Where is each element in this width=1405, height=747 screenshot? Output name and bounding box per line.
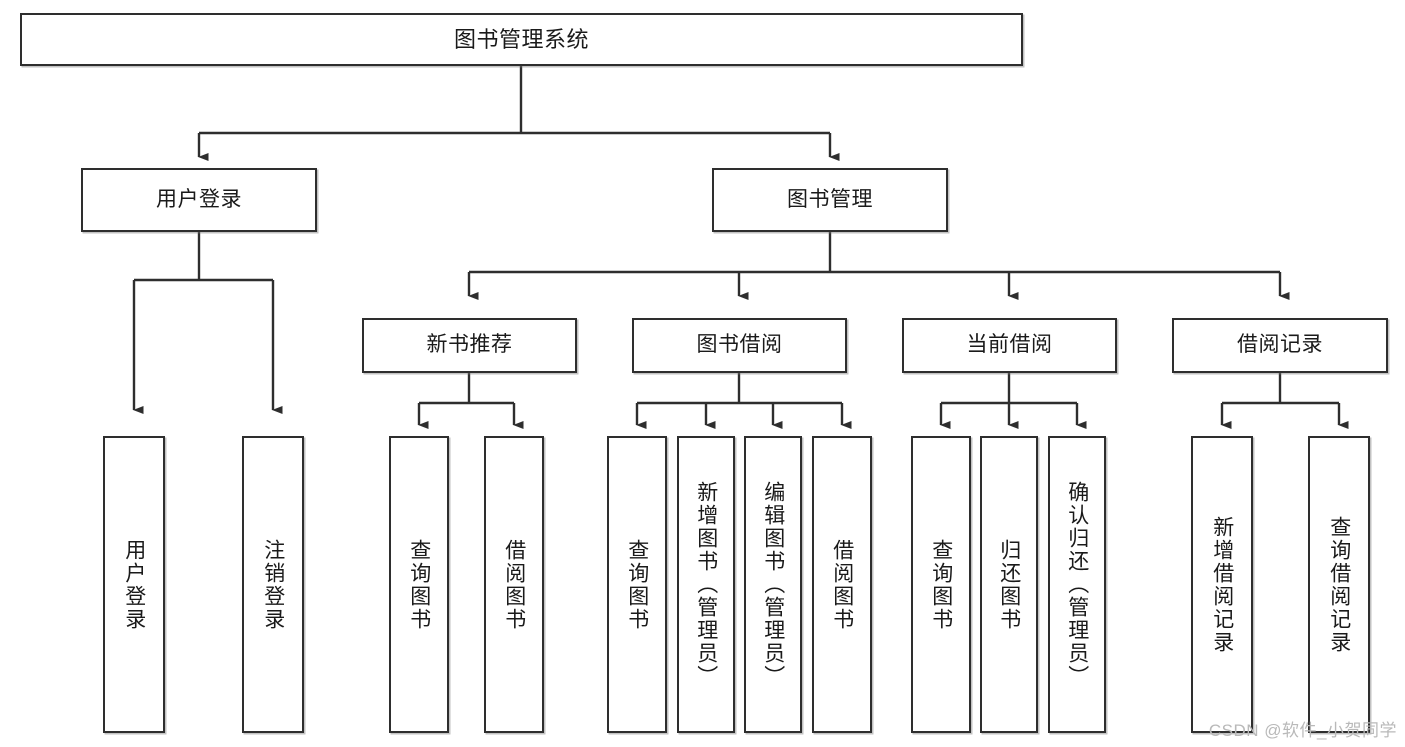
node-label: 确认归还（管理员） bbox=[1065, 481, 1089, 688]
node-label: 归还图书 bbox=[997, 538, 1021, 631]
leaf-borrow-borrow-book[interactable]: 借阅图书 bbox=[812, 436, 872, 733]
leaf-borrow-edit-book-admin[interactable]: 编辑图书（管理员） bbox=[744, 436, 802, 733]
node-new-book-recommend[interactable]: 新书推荐 bbox=[362, 318, 577, 373]
node-label: 图书管理 bbox=[787, 187, 873, 211]
node-label: 注销登录 bbox=[261, 538, 285, 631]
node-label: 新增借阅记录 bbox=[1210, 515, 1234, 654]
node-book-borrow[interactable]: 图书借阅 bbox=[632, 318, 847, 373]
node-label: 查询借阅记录 bbox=[1327, 515, 1351, 654]
leaf-current-return-book[interactable]: 归还图书 bbox=[980, 436, 1038, 733]
node-label: 图书借阅 bbox=[696, 333, 783, 357]
node-label: 图书管理系统 bbox=[453, 26, 589, 52]
leaf-newbook-borrow-book[interactable]: 借阅图书 bbox=[484, 436, 544, 733]
node-label: 用户登录 bbox=[156, 187, 242, 211]
node-book-management[interactable]: 图书管理 bbox=[712, 168, 948, 232]
node-user-login[interactable]: 用户登录 bbox=[81, 168, 317, 232]
node-label: 新书推荐 bbox=[426, 333, 513, 357]
node-borrow-record[interactable]: 借阅记录 bbox=[1172, 318, 1388, 373]
leaf-record-add-record[interactable]: 新增借阅记录 bbox=[1191, 436, 1253, 733]
leaf-newbook-query-book[interactable]: 查询图书 bbox=[389, 436, 449, 733]
node-label: 借阅图书 bbox=[830, 538, 854, 631]
node-label: 编辑图书（管理员） bbox=[761, 481, 785, 688]
leaf-current-query-book[interactable]: 查询图书 bbox=[911, 436, 971, 733]
leaf-borrow-add-book-admin[interactable]: 新增图书（管理员） bbox=[677, 436, 735, 733]
leaf-user-login[interactable]: 用户登录 bbox=[103, 436, 165, 733]
csdn-watermark: CSDN @软件_小贺同学 bbox=[1208, 721, 1397, 740]
node-label: 查询图书 bbox=[407, 538, 431, 631]
leaf-record-query-record[interactable]: 查询借阅记录 bbox=[1308, 436, 1370, 733]
node-label: 用户登录 bbox=[122, 538, 146, 631]
node-label: 借阅记录 bbox=[1237, 333, 1323, 357]
node-label: 当前借阅 bbox=[966, 333, 1053, 357]
leaf-current-confirm-return-admin[interactable]: 确认归还（管理员） bbox=[1048, 436, 1106, 733]
node-label: 查询图书 bbox=[929, 538, 953, 631]
node-root-system[interactable]: 图书管理系统 bbox=[20, 13, 1023, 66]
leaf-borrow-query-book[interactable]: 查询图书 bbox=[607, 436, 667, 733]
node-current-borrow[interactable]: 当前借阅 bbox=[902, 318, 1117, 373]
node-label: 新增图书（管理员） bbox=[694, 481, 718, 688]
node-label: 查询图书 bbox=[625, 538, 649, 631]
node-label: 借阅图书 bbox=[502, 538, 526, 631]
leaf-user-logout[interactable]: 注销登录 bbox=[242, 436, 304, 733]
